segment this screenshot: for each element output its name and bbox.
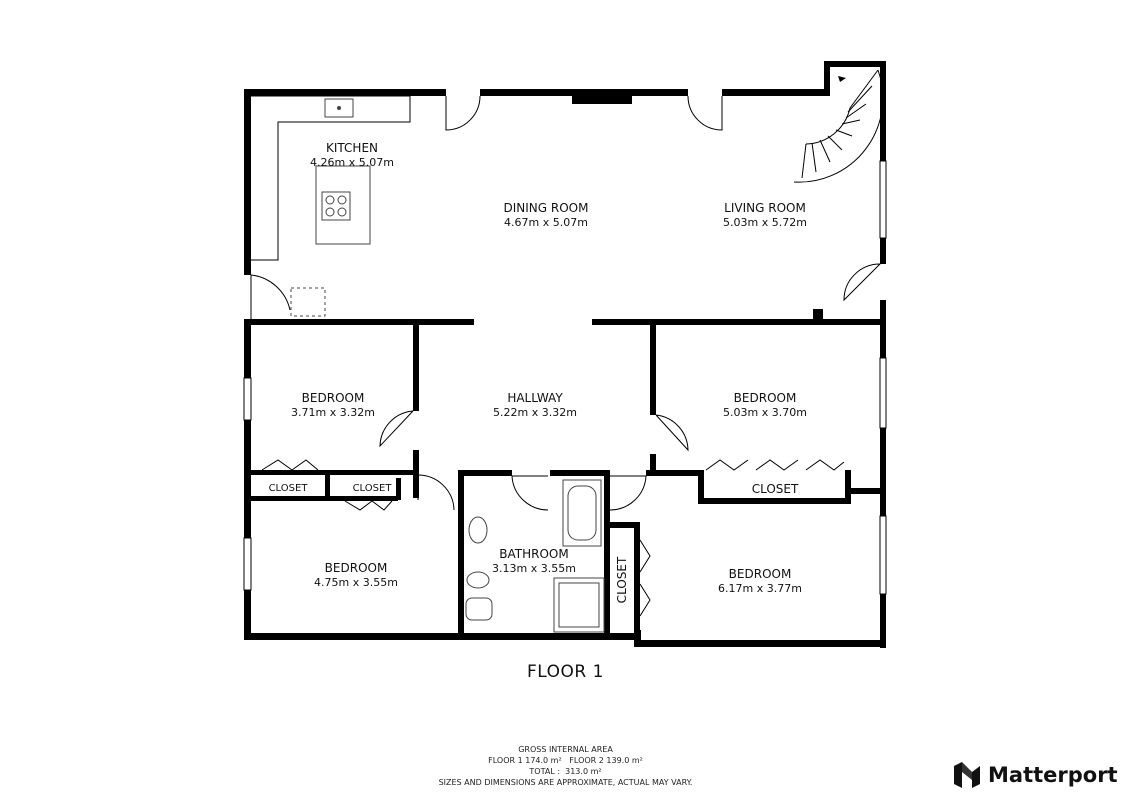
spiral-staircase (793, 69, 884, 183)
closet-label-a: CLOSET (269, 483, 309, 494)
bedroom-3-name: BEDROOM (325, 561, 388, 575)
closet-label-c: CLOSET (752, 482, 799, 496)
area-disclaimer: SIZES AND DIMENSIONS ARE APPROXIMATE, AC… (438, 778, 693, 787)
bathroom-dims: 3.13m x 3.55m (492, 562, 576, 575)
floor-title: FLOOR 1 (527, 662, 604, 682)
bedroom-4-dims: 6.17m x 3.77m (718, 582, 802, 595)
hallway-dims: 5.22m x 3.32m (493, 406, 577, 419)
bathroom-name: BATHROOM (499, 547, 568, 561)
windows (243, 160, 887, 595)
hallway-name: HALLWAY (507, 391, 563, 405)
bedroom-1-name: BEDROOM (302, 391, 365, 405)
kitchen-name: KITCHEN (326, 141, 378, 155)
brand-name: Matterport (988, 763, 1118, 787)
dining-room-name: DINING ROOM (504, 201, 589, 215)
living-room-dims: 5.03m x 5.72m (723, 216, 807, 229)
area-title: GROSS INTERNAL AREA (518, 745, 613, 754)
closet-label-d: CLOSET (615, 556, 629, 603)
bathroom-fixtures (465, 479, 605, 633)
living-room-name: LIVING ROOM (724, 201, 806, 215)
kitchen-dims: 4.26m x 5.07m (310, 156, 394, 169)
area-summary: GROSS INTERNAL AREA FLOOR 1 174.0 m² FLO… (0, 744, 1131, 788)
dining-room-dims: 4.67m x 5.07m (504, 216, 588, 229)
closet-label-b: CLOSET (353, 483, 393, 494)
room-labels: KITCHEN 4.26m x 5.07m DINING ROOM 4.67m … (269, 141, 807, 603)
area-floors: FLOOR 1 174.0 m² FLOOR 2 139.0 m² (488, 756, 643, 765)
doors (250, 95, 882, 511)
bedroom-3-dims: 4.75m x 3.55m (314, 576, 398, 589)
brand: Matterport (952, 760, 1118, 790)
outer-walls (244, 61, 886, 648)
matterport-logo-icon (954, 762, 980, 788)
area-total: TOTAL : 313.0 m² (529, 767, 602, 776)
closet-doors (261, 459, 845, 617)
interior-walls (244, 96, 886, 640)
bedroom-2-dims: 5.03m x 3.70m (723, 406, 807, 419)
kitchen-fixtures (251, 95, 411, 317)
bedroom-4-name: BEDROOM (729, 567, 792, 581)
bedroom-1-dims: 3.71m x 3.32m (291, 406, 375, 419)
bedroom-2-name: BEDROOM (734, 391, 797, 405)
